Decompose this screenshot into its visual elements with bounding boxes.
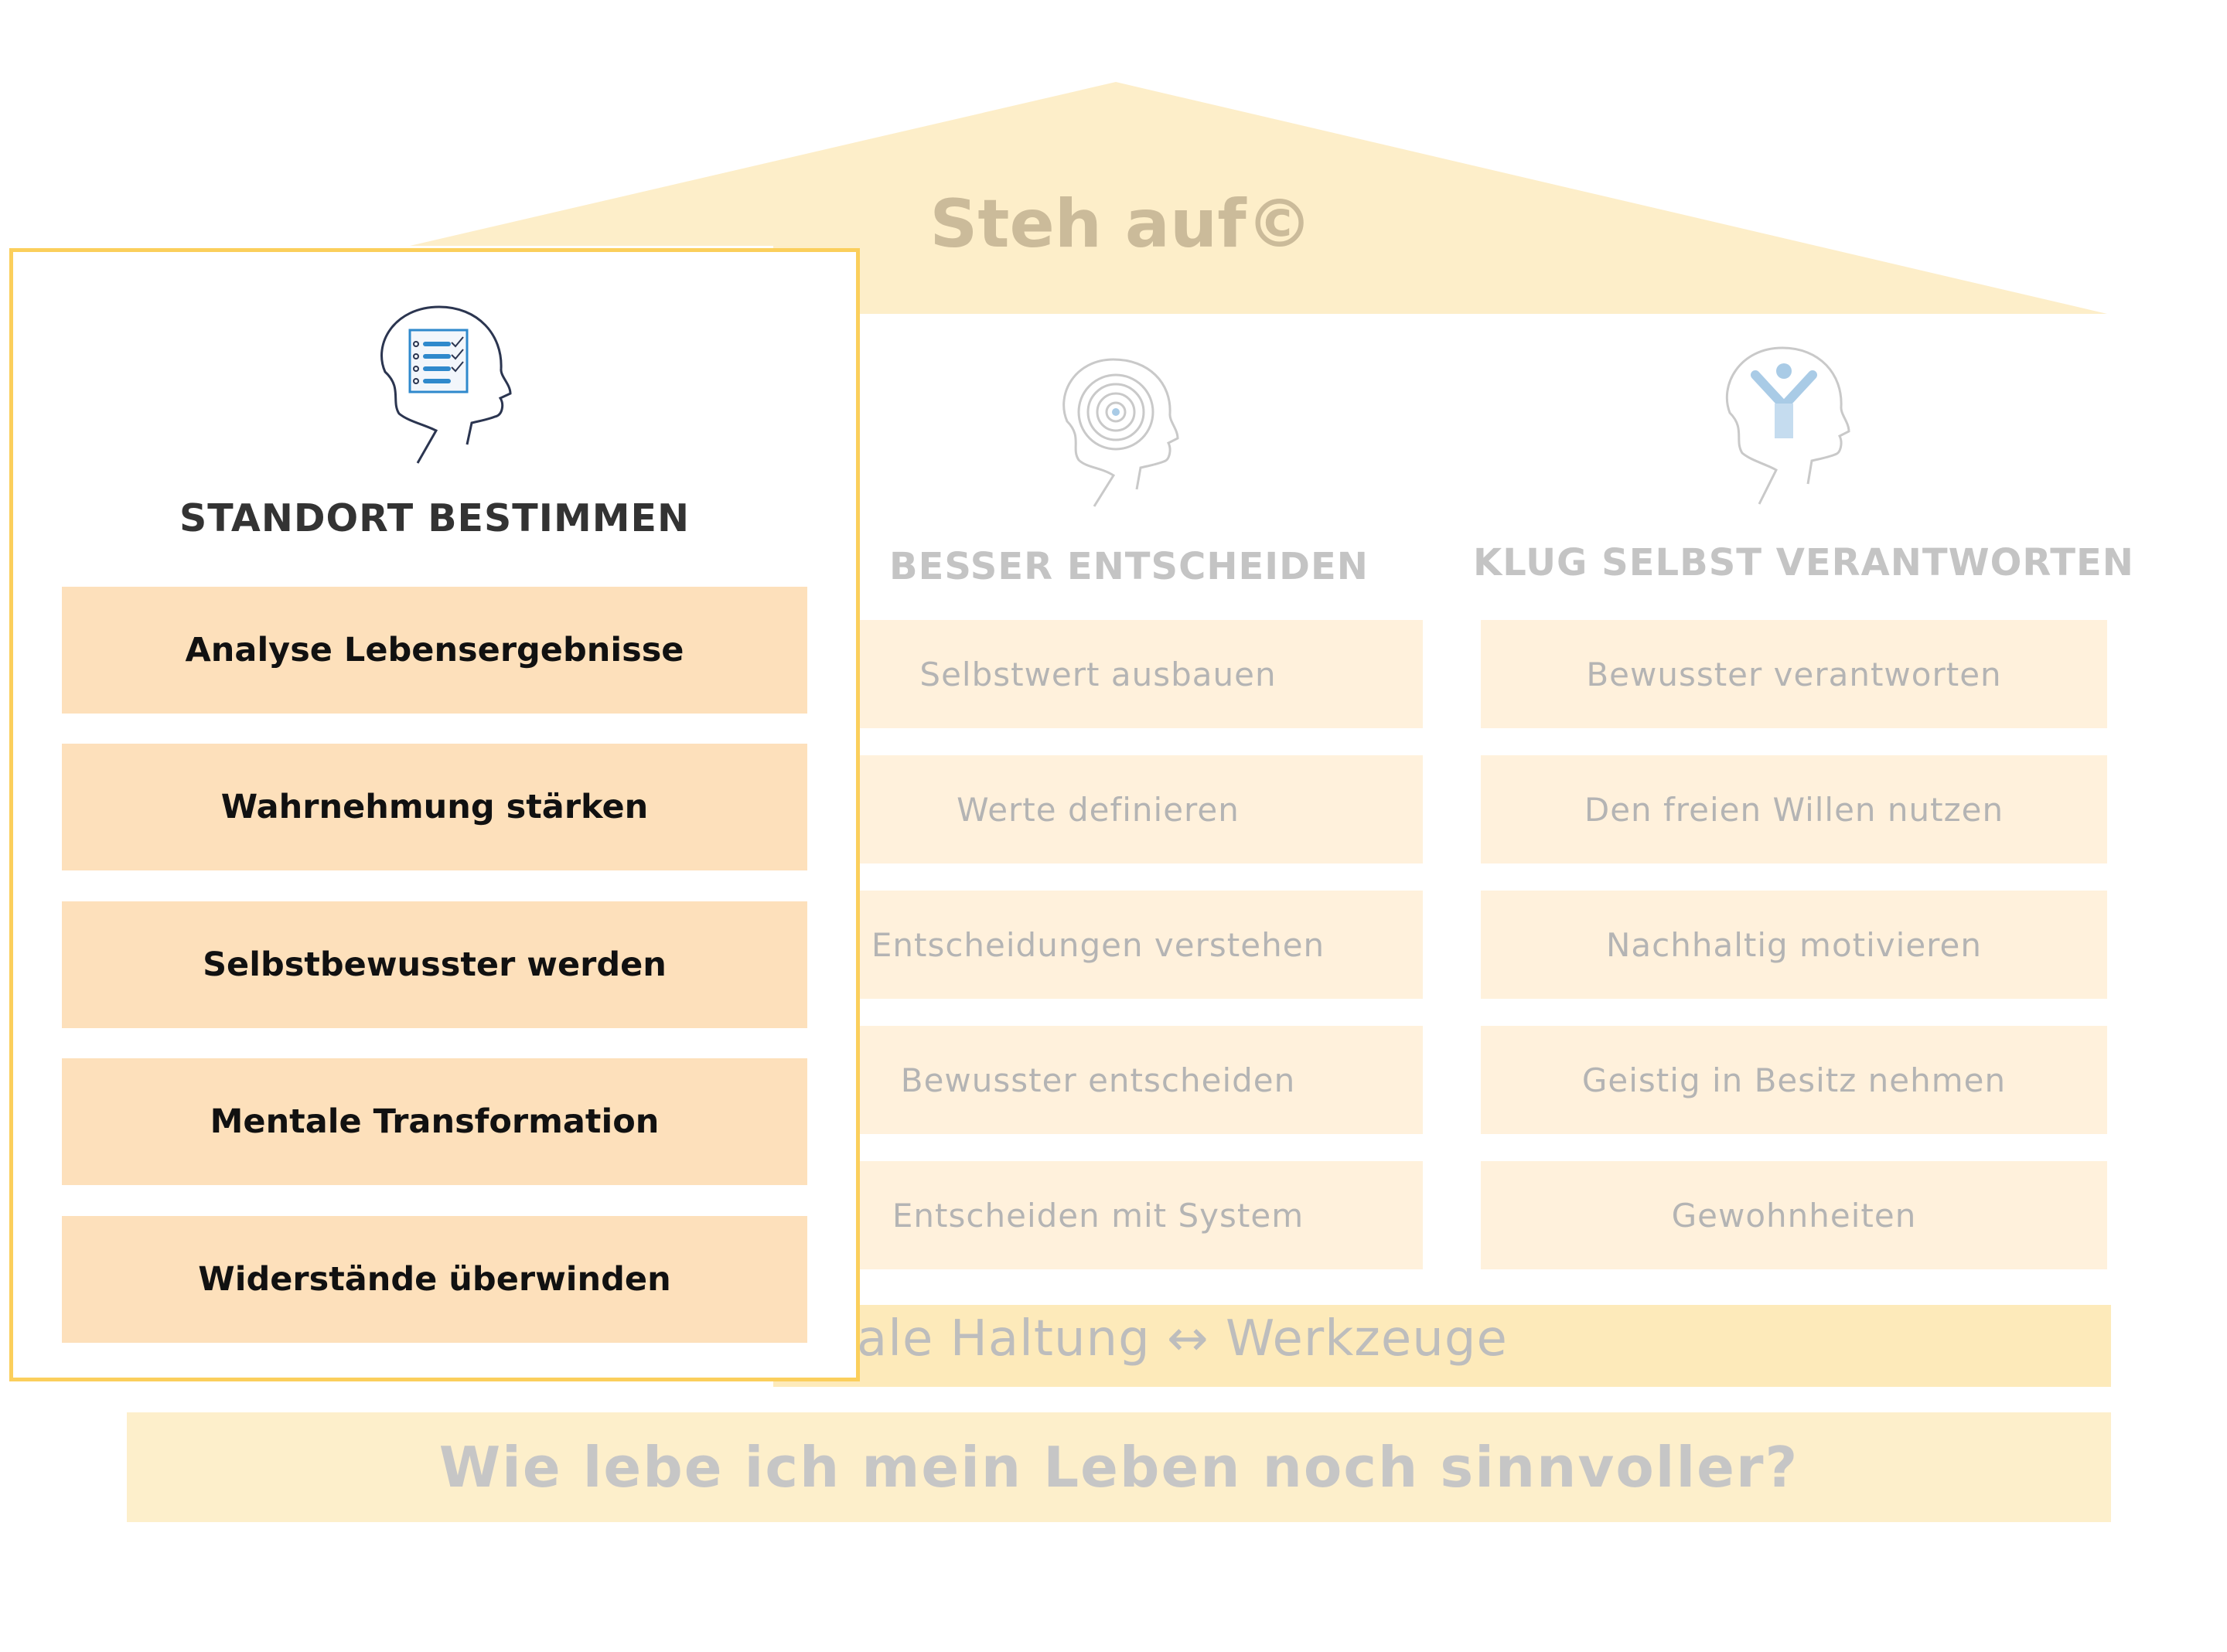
pillar-3-item: Bewusster verantworten	[1481, 620, 2107, 728]
pillar-card-standort-bestimmen[interactable]: STANDORT BESTIMMEN Analyse Lebensergebni…	[9, 248, 860, 1381]
foundation-question: Wie lebe ich mein Leben noch sinnvoller?	[127, 1412, 2111, 1522]
pillar-3-item: Geistig in Besitz nehmen	[1481, 1026, 2107, 1134]
pillar-3-item: Gewohnheiten	[1481, 1161, 2107, 1269]
roof-title: Steh auf©	[929, 186, 1313, 263]
pillar-2-item: Bewusster entscheiden	[773, 1026, 1423, 1134]
base-strip	[773, 1305, 2111, 1387]
pillar-heading-besser-entscheiden: BESSER ENTSCHEIDEN	[889, 545, 1369, 588]
pillar-heading-klug-selbst-verantworten: KLUG SELBST VERANTWORTEN	[1473, 541, 2134, 584]
base-text: ale Haltung ↔ Werkzeuge	[857, 1310, 1508, 1368]
pillar-2-item: Selbstwert ausbauen	[773, 620, 1423, 728]
pillar-2-item: Werte definieren	[773, 755, 1423, 863]
pillar-heading-standort-bestimmen: STANDORT BESTIMMEN	[179, 496, 690, 540]
pillar-1-item[interactable]: Wahrnehmung stärken	[62, 744, 807, 870]
head-checklist-icon	[365, 301, 520, 474]
pillar-1-item[interactable]: Widerstände überwinden	[62, 1216, 807, 1343]
pillar-1-item[interactable]: Selbstbewusster werden	[62, 901, 807, 1028]
pillar-2-item: Entscheidungen verstehen	[773, 891, 1423, 999]
head-maze-icon	[1048, 352, 1187, 517]
head-person-icon	[1713, 340, 1860, 513]
pillar-1-item[interactable]: Mentale Transformation	[62, 1058, 807, 1185]
pillar-3-item: Nachhaltig motivieren	[1481, 891, 2107, 999]
pillar-3-item: Den freien Willen nutzen	[1481, 755, 2107, 863]
pillar-1-item[interactable]: Analyse Lebensergebnisse	[62, 587, 807, 714]
pillar-2-item: Entscheiden mit System	[773, 1161, 1423, 1269]
